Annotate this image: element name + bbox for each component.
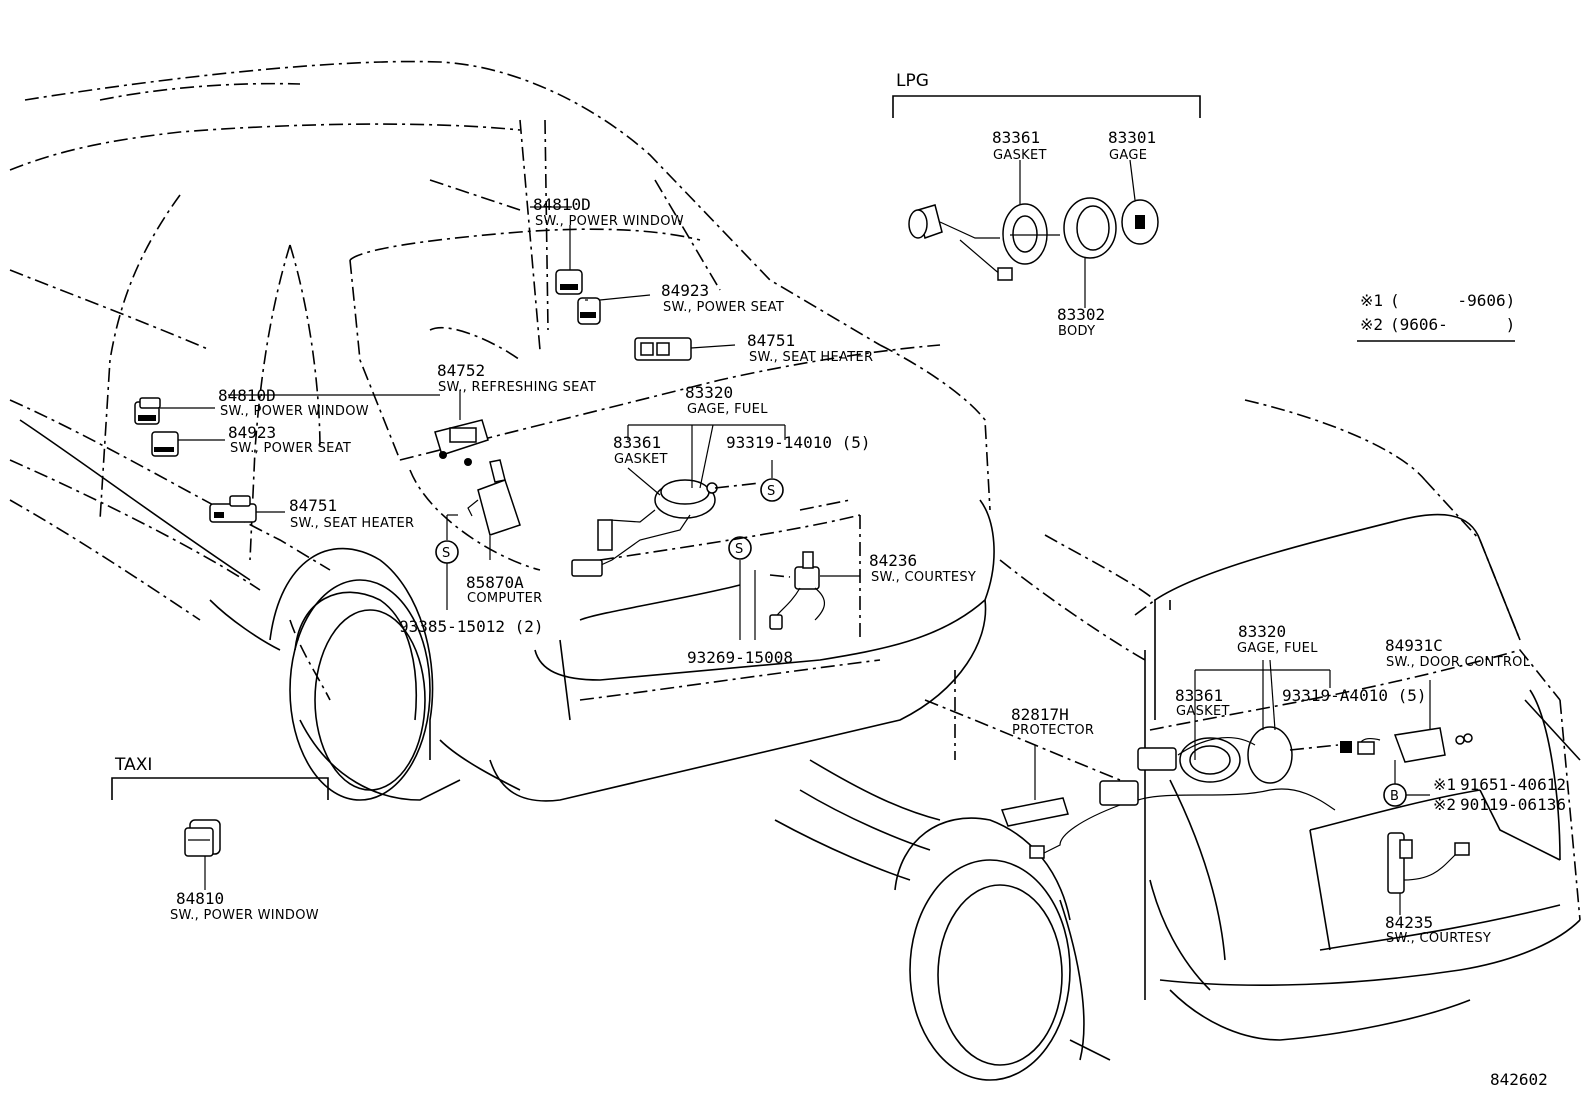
sedan-part-name-8: SW., POWER WINDOW	[220, 404, 369, 419]
sedan-part-num-3: 84751	[747, 331, 795, 350]
legend-text-2: (9606- )	[1390, 315, 1515, 334]
sedan-part-num-1: 84810D	[533, 195, 591, 214]
taxi-power-window-switch-icon	[184, 819, 221, 857]
courtesy-switch-icon	[769, 551, 825, 630]
sedan-part-num-2: 84923	[661, 281, 709, 300]
computer-unit-icon	[467, 459, 521, 536]
lpg-section	[892, 95, 1201, 308]
wagon-part-num-2: 84931C	[1385, 636, 1443, 655]
sedan-part-name-10: SW., SEAT HEATER	[290, 516, 414, 531]
sedan-part-name-3: SW., SEAT HEATER	[749, 350, 873, 365]
s-marker-label: S	[767, 484, 776, 499]
wagon-note-mark-2: ※2	[1433, 795, 1456, 814]
power-window-switch-upper-icon	[555, 269, 583, 295]
wagon-body	[774, 399, 1581, 1081]
lpg-part-name-1: GASKET	[993, 148, 1047, 163]
wagon-part-name-1: GAGE, FUEL	[1237, 641, 1318, 656]
sedan-part-num-14: 93269-15008	[687, 648, 793, 667]
legend-text-1: ( -9606)	[1390, 291, 1515, 310]
sedan-part-name-5: GAGE, FUEL	[687, 402, 768, 417]
lpg-part-name-2: GAGE	[1109, 148, 1147, 163]
sedan-part-num-5: 83320	[685, 383, 733, 402]
wagon-part-name-2: SW., DOOR CONTROL	[1386, 655, 1531, 670]
sedan-part-name-6: GASKET	[614, 452, 668, 467]
taxi-section	[111, 777, 329, 890]
lpg-gage-assembly-icon	[908, 197, 1159, 281]
wagon-part-name-5: PROTECTOR	[1012, 723, 1094, 738]
sedan-part-name-9: SW., POWER SEAT	[230, 441, 351, 456]
lpg-heading: LPG	[896, 71, 929, 91]
wagon-part-num-6: 91651-40612	[1460, 775, 1566, 794]
power-seat-switch-upper-icon	[577, 297, 601, 325]
wagon-part-num-3: 83361	[1175, 686, 1223, 705]
legend-mark-1: ※1	[1360, 291, 1383, 310]
sedan-part-name-4: SW., REFRESHING SEAT	[438, 380, 596, 395]
taxi-part-num-1: 84810	[176, 889, 224, 908]
wagon-part-num-8: 84235	[1385, 913, 1433, 932]
sedan-part-name-13: SW., COURTESY	[871, 570, 976, 585]
wagon-part-num-5: 82817H	[1011, 705, 1069, 724]
wagon-fuel-gage-icon	[1029, 726, 1352, 859]
wagon-part-num-7: 90119-06136	[1460, 795, 1566, 814]
sedan-part-num-9: 84923	[228, 423, 276, 442]
sedan-part-num-11: 85870A	[466, 573, 524, 592]
wagon-note-mark-1: ※1	[1433, 775, 1456, 794]
seat-heater-switch-icon	[209, 495, 257, 523]
wagon-parts	[1000, 659, 1473, 915]
sedan-parts	[134, 206, 860, 640]
wagon-part-name-8: SW., COURTESY	[1386, 931, 1491, 946]
power-window-switch-icon	[134, 397, 161, 425]
sedan-part-num-6: 83361	[613, 433, 661, 452]
taxi-part-name-1: SW., POWER WINDOW	[170, 908, 319, 923]
sedan-part-num-13: 84236	[869, 551, 917, 570]
protector-pad-icon	[1000, 797, 1069, 827]
lpg-part-num-1: 83361	[992, 128, 1040, 147]
sedan-part-name-11: COMPUTER	[467, 591, 542, 606]
wagon-part-num-4: 93319-A4010 (5)	[1282, 686, 1427, 705]
sedan-part-num-4: 84752	[437, 361, 485, 380]
lpg-part-num-3: 83302	[1057, 305, 1105, 324]
s-marker-label: S	[442, 546, 451, 561]
s-screw-marker-icon	[760, 478, 784, 502]
seat-heater-switch-upper-icon	[634, 337, 692, 361]
sedan-part-num-8: 84810D	[218, 386, 276, 405]
sedan-part-name-2: SW., POWER SEAT	[663, 300, 784, 315]
sedan-part-num-12: 93385-15012 (2)	[399, 617, 544, 636]
wagon-part-name-3: GASKET	[1176, 704, 1230, 719]
s-screw-marker-icon	[728, 536, 752, 560]
refreshing-seat-switch-icon	[434, 419, 489, 466]
fuel-gage-assembly-icon	[571, 479, 718, 577]
s-marker-label: S	[735, 542, 744, 557]
door-control-switch-icon	[1357, 727, 1473, 763]
wagon-courtesy-switch-icon	[1387, 832, 1470, 894]
sedan-body	[9, 60, 995, 802]
sedan-part-name-1: SW., POWER WINDOW	[535, 214, 684, 229]
power-seat-switch-icon	[151, 431, 179, 457]
sedan-part-num-7: 93319-14010 (5)	[726, 433, 871, 452]
lpg-part-num-2: 83301	[1108, 128, 1156, 147]
b-marker-label: B	[1390, 789, 1399, 804]
wagon-part-num-1: 83320	[1238, 622, 1286, 641]
diagram-id: 842602	[1490, 1070, 1548, 1089]
taxi-heading: TAXI	[114, 755, 152, 775]
sedan-part-num-10: 84751	[289, 496, 337, 515]
legend-mark-2: ※2	[1360, 315, 1383, 334]
lpg-part-name-3: BODY	[1058, 324, 1095, 339]
